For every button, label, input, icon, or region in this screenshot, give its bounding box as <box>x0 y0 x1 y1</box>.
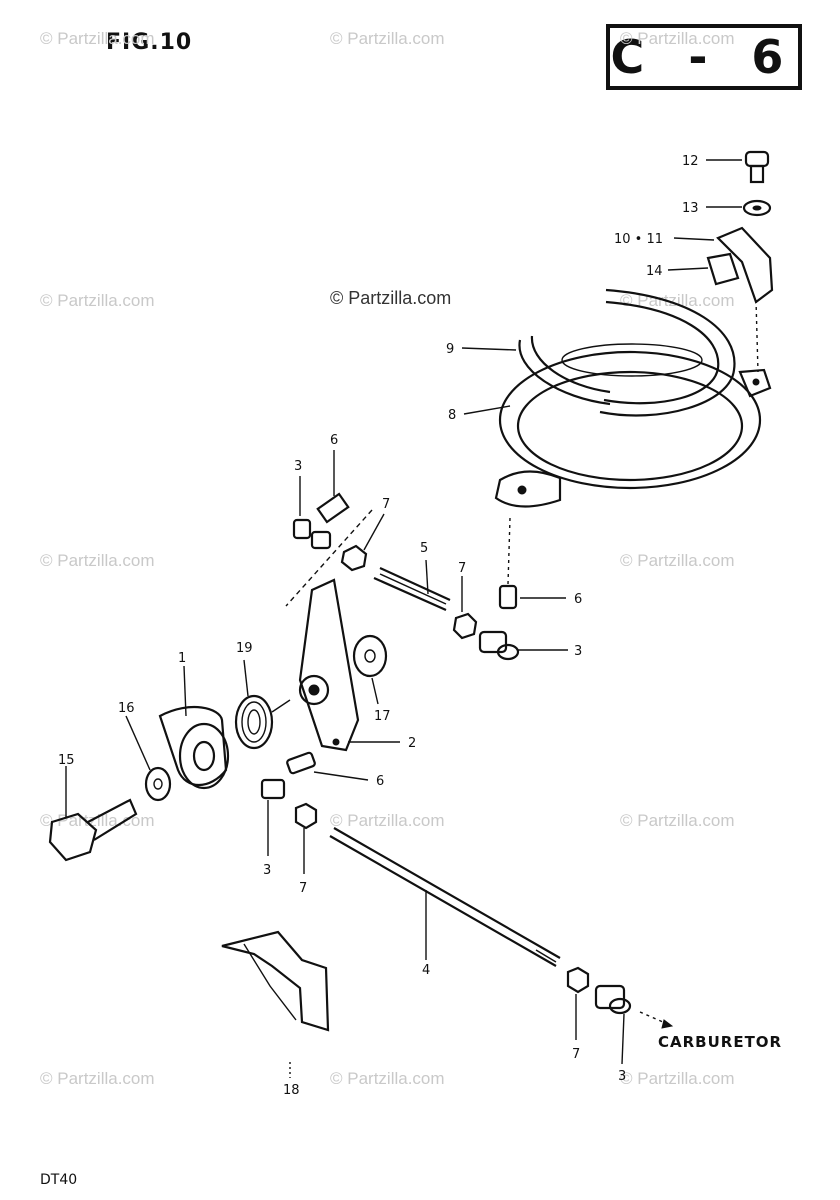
watermark: © Partzilla.com <box>620 811 735 830</box>
part-9-magnet-ring <box>518 288 736 417</box>
label-part-17: 17 <box>374 709 391 724</box>
part-8-plate <box>494 343 772 508</box>
label-part-18: 18 <box>283 1083 300 1098</box>
label-part-19: 19 <box>236 641 253 656</box>
part-17-washer <box>352 634 388 678</box>
label-part-12: 12 <box>682 154 699 169</box>
label-part-6: 6 <box>574 592 582 607</box>
label-part-5: 5 <box>420 541 428 556</box>
watermark: © Partzilla.com <box>620 1069 735 1088</box>
watermarks: © Partzilla.com © Partzilla.com © Partzi… <box>40 29 735 1088</box>
label-part-13: 13 <box>682 201 699 216</box>
label-part-8: 8 <box>448 408 456 423</box>
label-part-10-11: 10 • 11 <box>614 232 663 247</box>
label-part-9: 9 <box>446 342 454 357</box>
label-part-4: 4 <box>422 963 430 978</box>
watermark: © Partzilla.com <box>620 551 735 570</box>
part-12-bolt <box>744 150 770 184</box>
leader-lines <box>65 159 759 1078</box>
label-part-6: 6 <box>330 433 338 448</box>
part-6-fitting <box>286 492 518 775</box>
part-3-ball-joint <box>260 518 632 1015</box>
watermark: © Partzilla.com <box>330 1069 445 1088</box>
part-19-spring <box>234 694 291 750</box>
figure-code: C - 6 <box>610 30 798 84</box>
label-part-16: 16 <box>118 701 135 716</box>
part-15-bolt <box>48 798 138 862</box>
label-part-7: 7 <box>458 561 466 576</box>
label-part-3: 3 <box>574 644 582 659</box>
label-part-3: 3 <box>294 459 302 474</box>
watermark: © Partzilla.com <box>40 291 155 310</box>
watermark: © Partzilla.com <box>330 29 445 48</box>
part-13-washer <box>742 199 772 217</box>
label-part-7: 7 <box>299 881 307 896</box>
part-labels: 12 13 10 • 11 14 9 8 6 3 3 6 7 5 7 19 1 … <box>58 154 782 1098</box>
part-10-11-clip <box>706 226 774 304</box>
watermark-center: © Partzilla.com <box>330 288 451 308</box>
part-7-nut <box>294 544 590 994</box>
carburetor-callout: CARBURETOR <box>658 1033 782 1051</box>
watermark: © Partzilla.com <box>330 811 445 830</box>
figure-title: FIG.10 <box>106 30 193 55</box>
label-part-2: 2 <box>408 736 416 751</box>
part-4-rod <box>329 827 561 967</box>
label-part-1: 1 <box>178 651 186 666</box>
label-part-7: 7 <box>382 497 390 512</box>
label-part-15: 15 <box>58 753 75 768</box>
label-part-14: 14 <box>646 264 663 279</box>
label-part-7: 7 <box>572 1047 580 1062</box>
watermark: © Partzilla.com <box>40 29 155 48</box>
part-2-lever <box>298 578 360 752</box>
watermark: © Partzilla.com <box>40 1069 155 1088</box>
watermark: © Partzilla.com <box>620 29 735 48</box>
figure-code-box: C - 6 <box>606 24 802 90</box>
part-16-washer <box>144 766 172 802</box>
label-part-3: 3 <box>618 1069 626 1084</box>
part-5-stud <box>373 566 451 612</box>
label-part-6: 6 <box>376 774 384 789</box>
model-label: DT40 <box>40 1172 78 1188</box>
part-18-bracket <box>221 930 330 1032</box>
label-part-3: 3 <box>263 863 271 878</box>
part-1-cam <box>158 706 230 790</box>
watermark: © Partzilla.com <box>40 551 155 570</box>
